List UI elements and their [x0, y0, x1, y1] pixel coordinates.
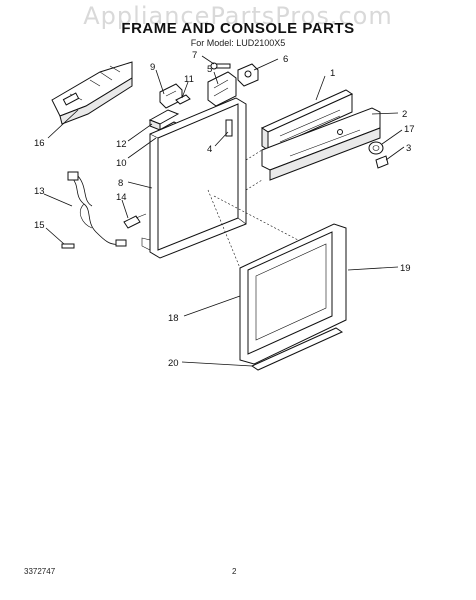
callout-12: 12: [116, 139, 127, 150]
callout-11: 11: [184, 74, 194, 85]
callout-18: 18: [168, 313, 179, 324]
callout-20: 20: [168, 358, 179, 369]
callout-8: 8: [118, 178, 123, 189]
page-title: FRAME AND CONSOLE PARTS: [121, 20, 355, 37]
callout-1: 1: [330, 68, 335, 79]
part-17-knob: [368, 141, 384, 155]
callout-3: 3: [406, 143, 411, 154]
model-subtitle: For Model: LUD2100X5: [190, 38, 286, 48]
callout-15: 15: [34, 220, 45, 231]
part-7-screw: [210, 62, 231, 70]
part-9-bracket: [159, 83, 183, 109]
callout-9: 9: [150, 62, 155, 73]
watermark: AppliancePartsPros.com: [83, 2, 393, 30]
callout-2: 2: [402, 109, 407, 120]
part-16-control-housing: [51, 61, 133, 125]
page-number: 2: [232, 567, 237, 576]
part-20-bottom-trim: [250, 327, 344, 371]
callout-10: 10: [116, 158, 127, 169]
part-4-clip: [225, 119, 233, 137]
part-15-screw: [61, 243, 75, 249]
callout-labels: 1 2 3 4 5 6 7 8 9 10 11 12 13 14 15 16 1…: [34, 50, 415, 369]
callout-17: 17: [404, 124, 415, 135]
leader-lines: [43, 55, 405, 367]
part-14-door-switch: [123, 213, 147, 229]
callout-14: 14: [116, 192, 127, 203]
part-5-bracket: [207, 71, 237, 107]
document-number: 3372747: [24, 567, 56, 576]
part-18-door-insert: [247, 231, 333, 355]
callout-16: 16: [34, 138, 45, 149]
part-6-fitting: [237, 63, 259, 87]
part-1-console-rail: [260, 89, 354, 151]
callout-13: 13: [34, 186, 45, 197]
callout-4: 4: [207, 144, 212, 155]
callout-6: 6: [283, 54, 288, 65]
part-3-clip: [375, 155, 389, 169]
callout-5: 5: [207, 64, 212, 75]
part-2-console-panel: [261, 107, 381, 181]
part-13-wire-harness: [67, 171, 127, 247]
callout-7: 7: [192, 50, 197, 61]
callout-19: 19: [400, 263, 411, 274]
